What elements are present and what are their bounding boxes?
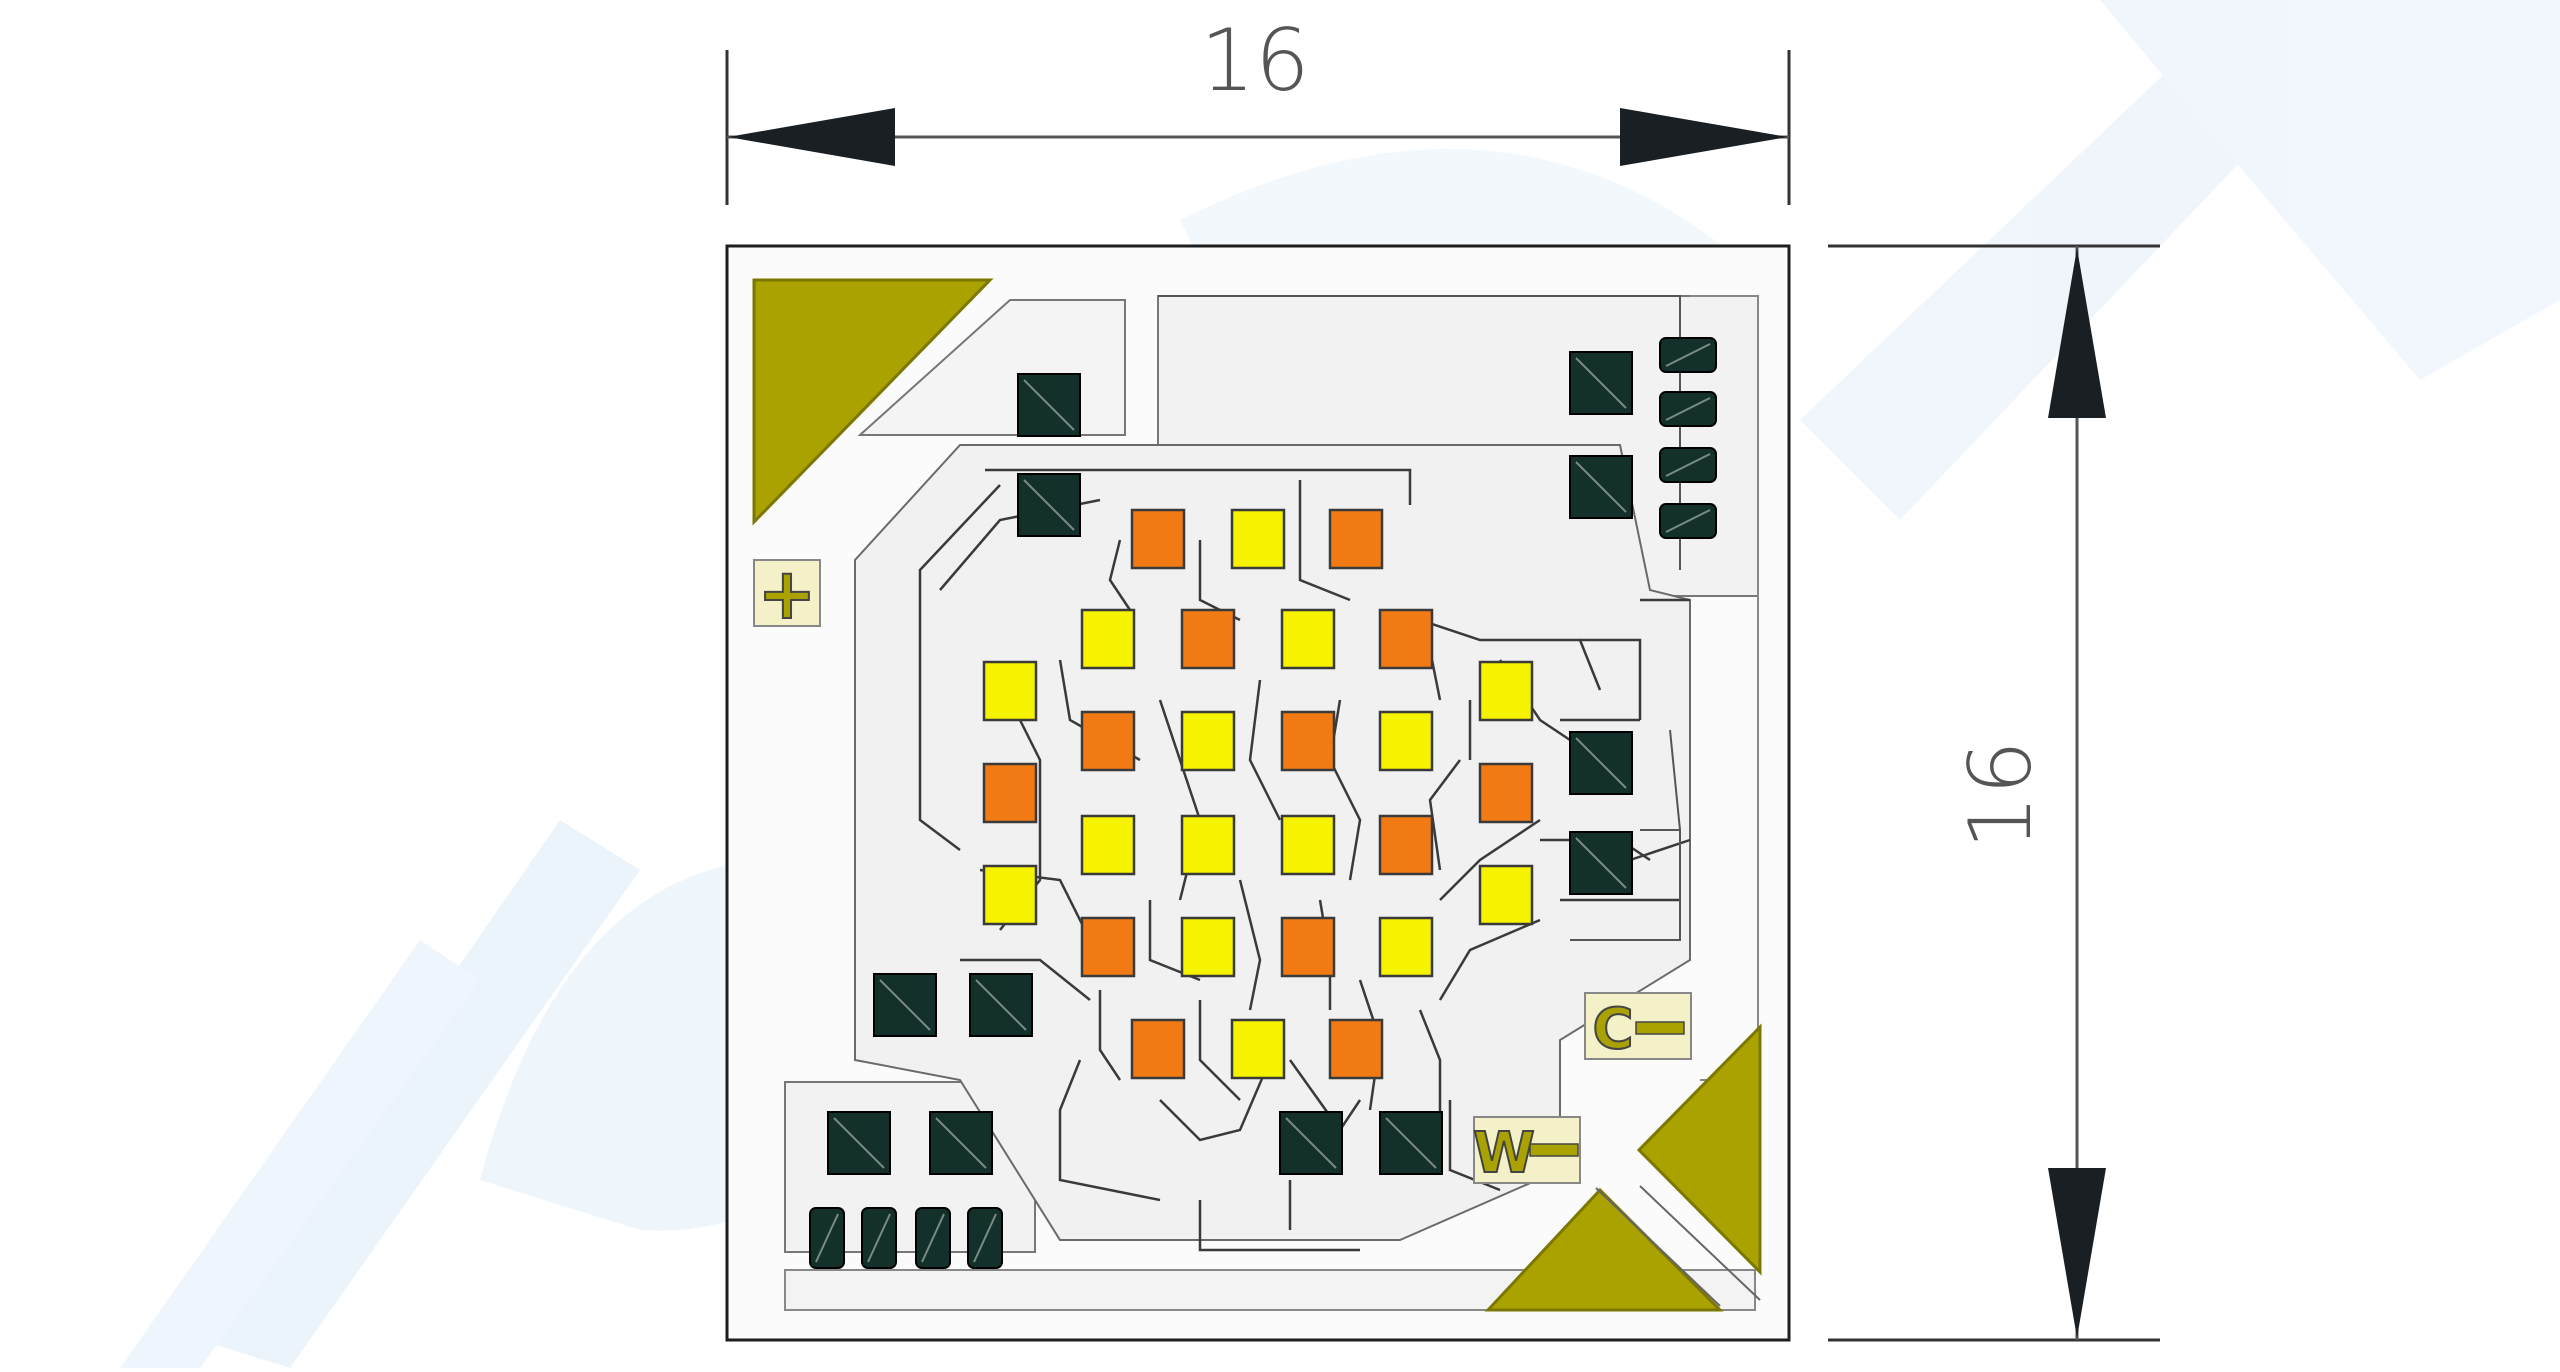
led-chip-yellow [1080,608,1136,670]
resistor [809,1207,845,1269]
dark-pad [1569,731,1633,795]
led-chip-yellow [1180,814,1236,876]
board: + C W [725,244,1791,1342]
led-chip-yellow [1378,710,1434,772]
dark-pad [1569,455,1633,519]
warm-label: W [1473,1121,1535,1186]
dark-pad [1279,1111,1343,1175]
led-chip-yellow [982,864,1038,926]
resistor [861,1207,897,1269]
cathode-label: C [1592,997,1633,1062]
led-chip-orange [1328,1018,1384,1080]
gold-pad-bottom-right-large [1636,1023,1762,1276]
led-array [982,508,1534,1080]
led-chip-orange [1378,814,1434,876]
led-chip-orange [1130,508,1186,570]
led-chip-yellow [982,660,1038,722]
led-chip-orange [1378,608,1434,670]
resistor-array-bottom [809,1207,1003,1269]
resistor [1659,503,1717,539]
dark-pad [1379,1111,1443,1175]
led-chip-yellow [1180,916,1236,978]
led-chip-yellow [1230,508,1286,570]
dark-pad [929,1111,993,1175]
dark-pad [1569,351,1633,415]
led-chip-orange [1280,710,1336,772]
dark-pad [1017,473,1081,537]
warm-pad: W [1472,1116,1581,1187]
resistor [1659,447,1717,483]
dark-pad [969,973,1033,1037]
resistor [1659,391,1717,427]
plus-label: + [758,553,817,635]
led-chip-yellow [1230,1018,1286,1080]
plus-pad: + [753,552,821,636]
resistor [1659,337,1717,373]
led-chip-orange [1180,608,1236,670]
led-chip-orange [1080,916,1136,978]
led-chip-orange [1478,762,1534,824]
height-dimension: 16 [1828,244,2160,1342]
arrow-up-icon [2048,248,2106,418]
resistor-array-right [1659,337,1717,539]
dark-pad [1569,831,1633,895]
led-chip-yellow [1478,864,1534,926]
led-chip-yellow [1080,814,1136,876]
led-chip-yellow [1378,916,1434,978]
led-chip-yellow [1478,660,1534,722]
arrow-left-icon [728,108,895,166]
arrow-right-icon [1620,108,1788,166]
width-label: 16 [1200,11,1309,111]
cathode-pad: C [1584,992,1692,1063]
dark-pad [873,973,937,1037]
height-label: 16 [1951,740,2051,849]
gold-pad-top-left [752,278,994,526]
dark-pads [827,351,1633,1175]
led-chip-orange [982,762,1038,824]
dark-pad [827,1111,891,1175]
width-dimension: 16 [725,11,1791,205]
led-chip-orange [1280,916,1336,978]
led-chip-yellow [1280,814,1336,876]
led-chip-orange [1328,508,1384,570]
led-chip-yellow [1280,608,1336,670]
resistor [967,1207,1003,1269]
led-chip-orange [1080,710,1136,772]
arrow-down-icon [2048,1168,2106,1338]
led-chip-yellow [1180,710,1236,772]
dark-pad [1017,373,1081,437]
led-chip-orange [1130,1018,1186,1080]
resistor [915,1207,951,1269]
